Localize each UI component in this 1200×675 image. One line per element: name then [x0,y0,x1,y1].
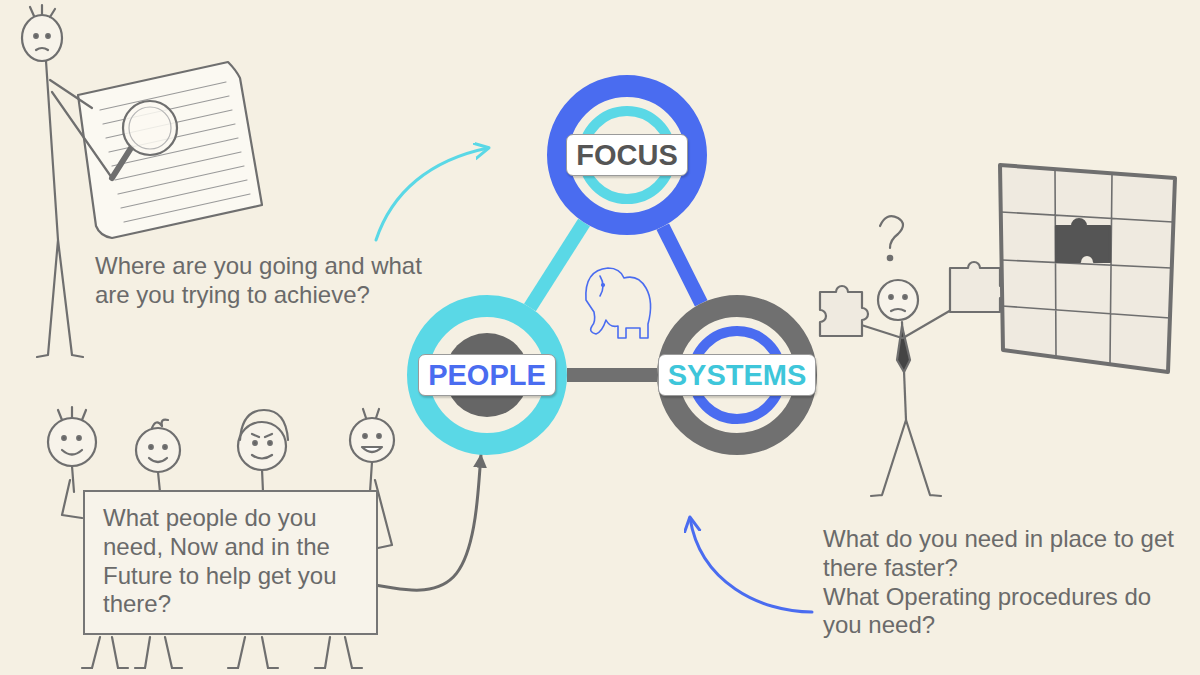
connector-bar [567,368,657,382]
text-group: What do you need in place to get there f… [823,525,1178,640]
node-label: SYSTEMS [658,354,817,397]
man-with-puzzle [820,165,1175,496]
outer-ring [558,86,696,224]
question-text: What Operating procedures do you need? [823,583,1178,641]
connector-bar [663,227,701,304]
sign-text: What people do you need, Now and in the … [103,504,358,619]
outer-ring [418,306,556,444]
elephant-logo [586,268,651,338]
systems-ring: SYSTEMS [657,295,817,455]
node-label: FOCUS [566,134,688,177]
people-ring: PEOPLE [407,295,567,455]
focus-ring: FOCUS [547,75,707,235]
question-text: What do you need in place to get there f… [823,525,1178,583]
question-text: Where are you going and what are you try… [95,252,460,310]
sign-board: What people do you need, Now and in the … [83,490,378,635]
leader-arrow [690,518,812,612]
node-label: PEOPLE [418,354,556,397]
connector-arrow [378,455,481,590]
connector-bar [530,222,584,307]
leader-arrow [376,148,488,240]
people-holding-sign [48,407,394,668]
